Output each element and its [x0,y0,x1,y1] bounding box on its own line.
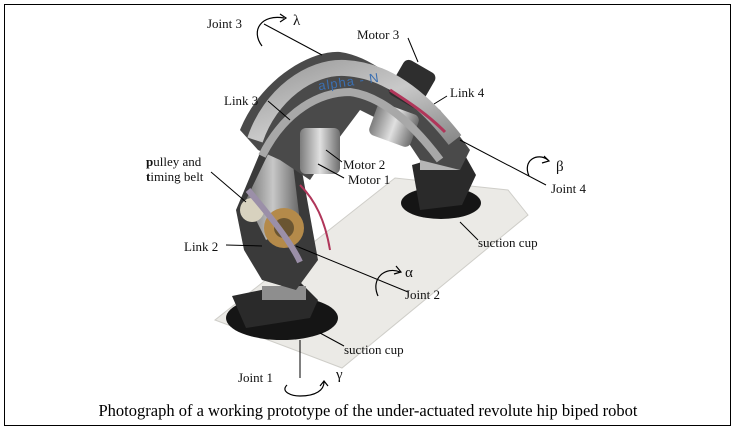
label-lambda: λ [293,13,301,29]
figure-frame [4,4,731,426]
rotation-arrows [256,13,551,397]
label-joint-1: Joint 1 [238,370,274,385]
label-link-2: Link 2 [184,239,219,254]
label-motor-1: Motor 1 [348,172,391,187]
label-gamma: γ [336,367,343,383]
label-suction-cup-left: suction cup [344,342,404,357]
label-joint-2: Joint 2 [405,287,441,302]
label-suction-cup-right: suction cup [478,235,538,250]
label-timing-belt: timing belt [146,169,204,184]
label-link-3: Link 3 [224,93,259,108]
label-alpha: α [405,265,413,281]
figure-caption: Photograph of a working prototype of the… [98,401,638,420]
motor-2 [369,103,419,147]
label-beta: β [556,159,564,175]
leader-lines [210,23,547,378]
label-joint-4: Joint 4 [551,181,587,196]
label-link-4: Link 4 [450,85,485,100]
label-motor-2: Motor 2 [343,157,386,172]
label-motor-3: Motor 3 [357,27,400,42]
ribbon-cable [247,59,462,145]
motor-1 [300,128,340,174]
label-pulley: pulley and [146,154,202,169]
label-joint-3: Joint 3 [207,16,243,31]
